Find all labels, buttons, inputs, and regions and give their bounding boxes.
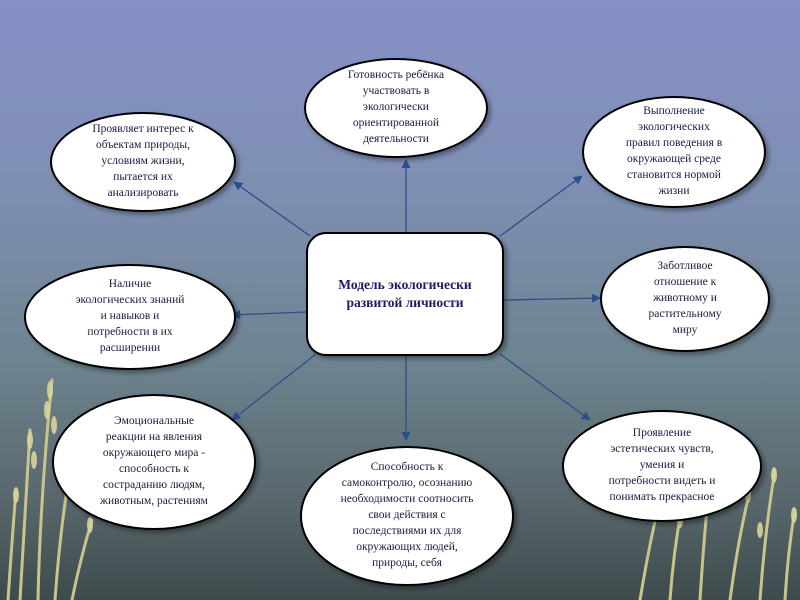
node-middle-left-label: Наличие экологических знаний и навыков и…: [75, 278, 185, 354]
node-lower-right: Проявление эстетических чувств, умения и…: [562, 410, 762, 522]
node-middle-right-label: Заботливое отношение к животному и расти…: [648, 260, 722, 336]
arrow-upper-left: [233, 181, 311, 237]
arrow-lower-left: [231, 353, 317, 421]
node-upper-left-label: Проявляет интерес к объектам природы, ус…: [92, 123, 194, 199]
node-upper-right-label: Выполнение экологических правил поведени…: [625, 105, 723, 197]
center-label: Модель экологически развитой личности: [338, 276, 472, 310]
arrow-upper-right: [499, 175, 583, 237]
node-middle-right: Заботливое отношение к животному и расти…: [600, 246, 770, 352]
node-lower-left: Эмоциональные реакции на явления окружаю…: [52, 394, 256, 530]
node-top-label: Готовность ребёнка участвовать в экологи…: [347, 69, 445, 145]
node-bottom-label: Способность к самоконтролю, осознанию не…: [340, 461, 474, 569]
node-middle-left: Наличие экологических знаний и навыков и…: [24, 264, 236, 370]
arrow-middle-right: [503, 293, 601, 303]
node-top: Готовность ребёнка участвовать в экологи…: [304, 58, 488, 158]
center-model-box: Модель экологически развитой личности: [306, 232, 504, 356]
node-bottom: Способность к самоконтролю, осознанию не…: [300, 446, 514, 586]
node-lower-left-label: Эмоциональные реакции на явления окружаю…: [100, 415, 208, 507]
arrow-middle-left: [231, 310, 307, 320]
node-upper-right: Выполнение экологических правил поведени…: [582, 96, 766, 208]
node-upper-left: Проявляет интерес к объектам природы, ус…: [50, 112, 236, 212]
arrow-lower-right: [499, 353, 591, 421]
node-lower-right-label: Проявление эстетических чувств, умения и…: [608, 427, 716, 503]
